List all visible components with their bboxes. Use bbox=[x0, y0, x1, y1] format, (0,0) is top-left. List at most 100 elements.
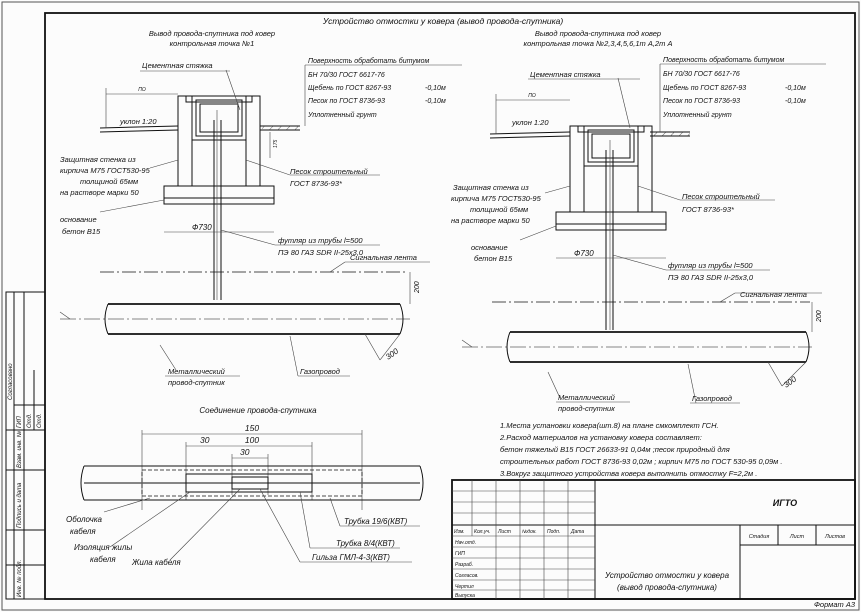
joint-sheath-1: Оболочка bbox=[66, 515, 103, 524]
stamp-col-list: Лист bbox=[497, 529, 511, 535]
side-sign-date: Подпись и дата bbox=[17, 482, 23, 528]
left-dim-side: 175 bbox=[273, 139, 279, 148]
left-pipe: Газопровод bbox=[300, 367, 340, 376]
stamp-row-vyp: Выпуска bbox=[455, 593, 475, 599]
right-wire-2: провод-спутник bbox=[558, 404, 615, 413]
joint-sleeve: Гильза ГМЛ-4-3(КВТ) bbox=[312, 553, 390, 562]
side-approved: Согласовано bbox=[8, 363, 14, 400]
right-title-1: Вывод провода-спутника под ковер bbox=[535, 29, 661, 38]
joint-core: Жила кабеля bbox=[131, 558, 181, 567]
stamp-sheets: Листов bbox=[824, 534, 845, 540]
stamp-desc-1: Устройство отмостки у ковера bbox=[604, 571, 730, 580]
left-gravel-val: -0,10м bbox=[425, 85, 446, 92]
joint-tube2: Трубка 8/4(КВТ) bbox=[336, 539, 395, 548]
right-soil: Уплотненный грунт bbox=[662, 111, 732, 119]
side-stamp: Согласовано ГИП Отд. Отд. Взам. инв. № П… bbox=[5, 291, 46, 600]
right-wall-3: толщиной 65мм bbox=[470, 205, 528, 214]
format-label: Формат А3 bbox=[814, 600, 856, 609]
right-d200: 200 bbox=[816, 310, 823, 323]
left-detail: Вывод провода-спутника под ковер контрол… bbox=[59, 29, 462, 387]
left-title-2: контрольная точка №1 bbox=[170, 39, 255, 48]
stamp-col-podp: Подп. bbox=[547, 529, 560, 535]
note-3: бетон тяжелый В15 ГОСТ 26633-91 0,04м ;п… bbox=[500, 445, 730, 454]
right-cement: Цементная стяжка bbox=[530, 70, 601, 79]
left-surface: Поверхность обработать битумом bbox=[308, 57, 429, 65]
right-base-1: основание bbox=[471, 243, 508, 252]
right-d300: 300 bbox=[782, 374, 799, 389]
note-2: 2.Расход материалов на установку ковера … bbox=[499, 433, 702, 442]
right-gravel-val: -0,10м bbox=[785, 85, 806, 92]
left-cement: Цементная стяжка bbox=[142, 61, 213, 70]
right-base-2: бетон В15 bbox=[474, 254, 513, 263]
left-diameter: Ф730 bbox=[192, 223, 212, 232]
left-sand: Песок по ГОСТ 8736-93 bbox=[308, 98, 385, 105]
notes: 1.Места установки ковера(шт.8) на плане … bbox=[499, 421, 782, 478]
right-title-2: контрольная точка №2,3,4,5,6,1т А,2т А bbox=[524, 39, 673, 48]
stamp-row-sogl: Согласов. bbox=[455, 573, 479, 579]
joint-d100: 100 bbox=[245, 435, 259, 445]
sheet-title: Устройство отмостки у ковера (вывод пров… bbox=[322, 16, 564, 26]
right-bn: БН 70/30 ГОСТ 6617-76 bbox=[663, 71, 740, 78]
stamp-sheet: Лист bbox=[789, 534, 805, 540]
left-slope: уклон 1:20 bbox=[119, 117, 157, 126]
right-dim-top: ПО bbox=[528, 93, 536, 99]
stamp-row-razr: Разраб. bbox=[455, 562, 473, 568]
side-dept-1: Отд. bbox=[27, 413, 33, 428]
right-slope: уклон 1:20 bbox=[511, 118, 549, 127]
left-tape: Сигнальная лента bbox=[350, 253, 417, 262]
left-base-1: основание bbox=[60, 215, 97, 224]
stamp-row-gip: ГИП bbox=[455, 551, 465, 557]
joint-title: Соединение провода-спутника bbox=[199, 406, 317, 415]
right-bsand-1: Песок строительный bbox=[682, 192, 760, 201]
stamp-desc-2: (вывод провода-спутника) bbox=[617, 583, 717, 592]
left-wire-1: Металлический bbox=[168, 367, 226, 376]
side-replaces: Взам. инв. № bbox=[16, 430, 23, 468]
side-inv: Инв. № подл. bbox=[16, 560, 23, 597]
right-surface: Поверхность обработать битумом bbox=[663, 56, 784, 64]
left-case-1: футляр из трубы l=500 bbox=[278, 236, 363, 245]
stamp-row-nach: Нач.отд. bbox=[455, 540, 476, 546]
joint-d150: 150 bbox=[245, 423, 259, 433]
joint-d30b: 30 bbox=[240, 447, 250, 457]
joint-insul-1: Изоляция жилы bbox=[74, 543, 132, 552]
note-4: строительных работ ГОСТ 8736-93 0,02м ; … bbox=[500, 457, 782, 466]
left-sand-val: -0,10м bbox=[425, 98, 446, 105]
stamp-col-doc: №док. bbox=[522, 529, 537, 535]
stamp-col-kol: Кол.уч. bbox=[474, 529, 490, 535]
left-bn: БН 70/30 ГОСТ 6617-76 bbox=[308, 72, 385, 79]
stamp-col-date: Дата bbox=[570, 529, 584, 535]
right-case-1: футляр из трубы l=500 bbox=[668, 261, 753, 270]
left-d200: 200 bbox=[414, 281, 421, 294]
left-bsand-2: ГОСТ 8736-93* bbox=[290, 179, 343, 188]
left-base-2: бетон В15 bbox=[62, 227, 101, 236]
right-diameter: Ф730 bbox=[574, 249, 594, 258]
left-bsand-1: Песок строительный bbox=[290, 167, 368, 176]
right-wall-1: Защитная стенка из bbox=[453, 183, 529, 192]
right-wire-1: Металлический bbox=[558, 393, 616, 402]
left-wall-2: кирпича М75 ГОСТ530-95 bbox=[60, 166, 151, 175]
stamp-stage: Стадия bbox=[749, 534, 770, 540]
left-gravel: Щебень по ГОСТ 8267-93 bbox=[308, 84, 391, 92]
side-gip: ГИП bbox=[17, 415, 23, 428]
note-1: 1.Места установки ковера(шт.8) на плане … bbox=[500, 421, 719, 430]
right-sand: Песок по ГОСТ 8736-93 bbox=[663, 98, 740, 105]
stamp-code: ИГТО bbox=[773, 498, 797, 508]
right-wall-4: на растворе марки 50 bbox=[451, 216, 531, 225]
right-tape: Сигнальная лента bbox=[740, 290, 807, 299]
right-bsand-2: ГОСТ 8736-93* bbox=[682, 205, 735, 214]
left-title-1: Вывод провода-спутника под ковер bbox=[149, 29, 275, 38]
joint-sheath-2: кабеля bbox=[70, 527, 96, 536]
joint-insul-2: кабеля bbox=[90, 555, 116, 564]
right-case-2: ПЭ 80 ГАЗ SDR II-25х3,0 bbox=[668, 273, 754, 282]
note-5: 3.Вокруг защитного устройства ковера вып… bbox=[500, 469, 757, 478]
left-wire-2: провод-спутник bbox=[168, 378, 225, 387]
left-dim-top: ПО bbox=[138, 87, 146, 93]
joint-detail: Соединение провода-спутника 150 30 100 3… bbox=[66, 406, 424, 567]
left-case-2: ПЭ 80 ГАЗ SDR II-25х3,0 bbox=[278, 248, 364, 257]
joint-tube1: Трубка 19/6(КВТ) bbox=[344, 517, 408, 526]
left-soil: Уплотненный грунт bbox=[307, 111, 377, 119]
side-dept-2: Отд. bbox=[37, 413, 43, 428]
stamp-row-chert: Чертил bbox=[455, 584, 474, 590]
